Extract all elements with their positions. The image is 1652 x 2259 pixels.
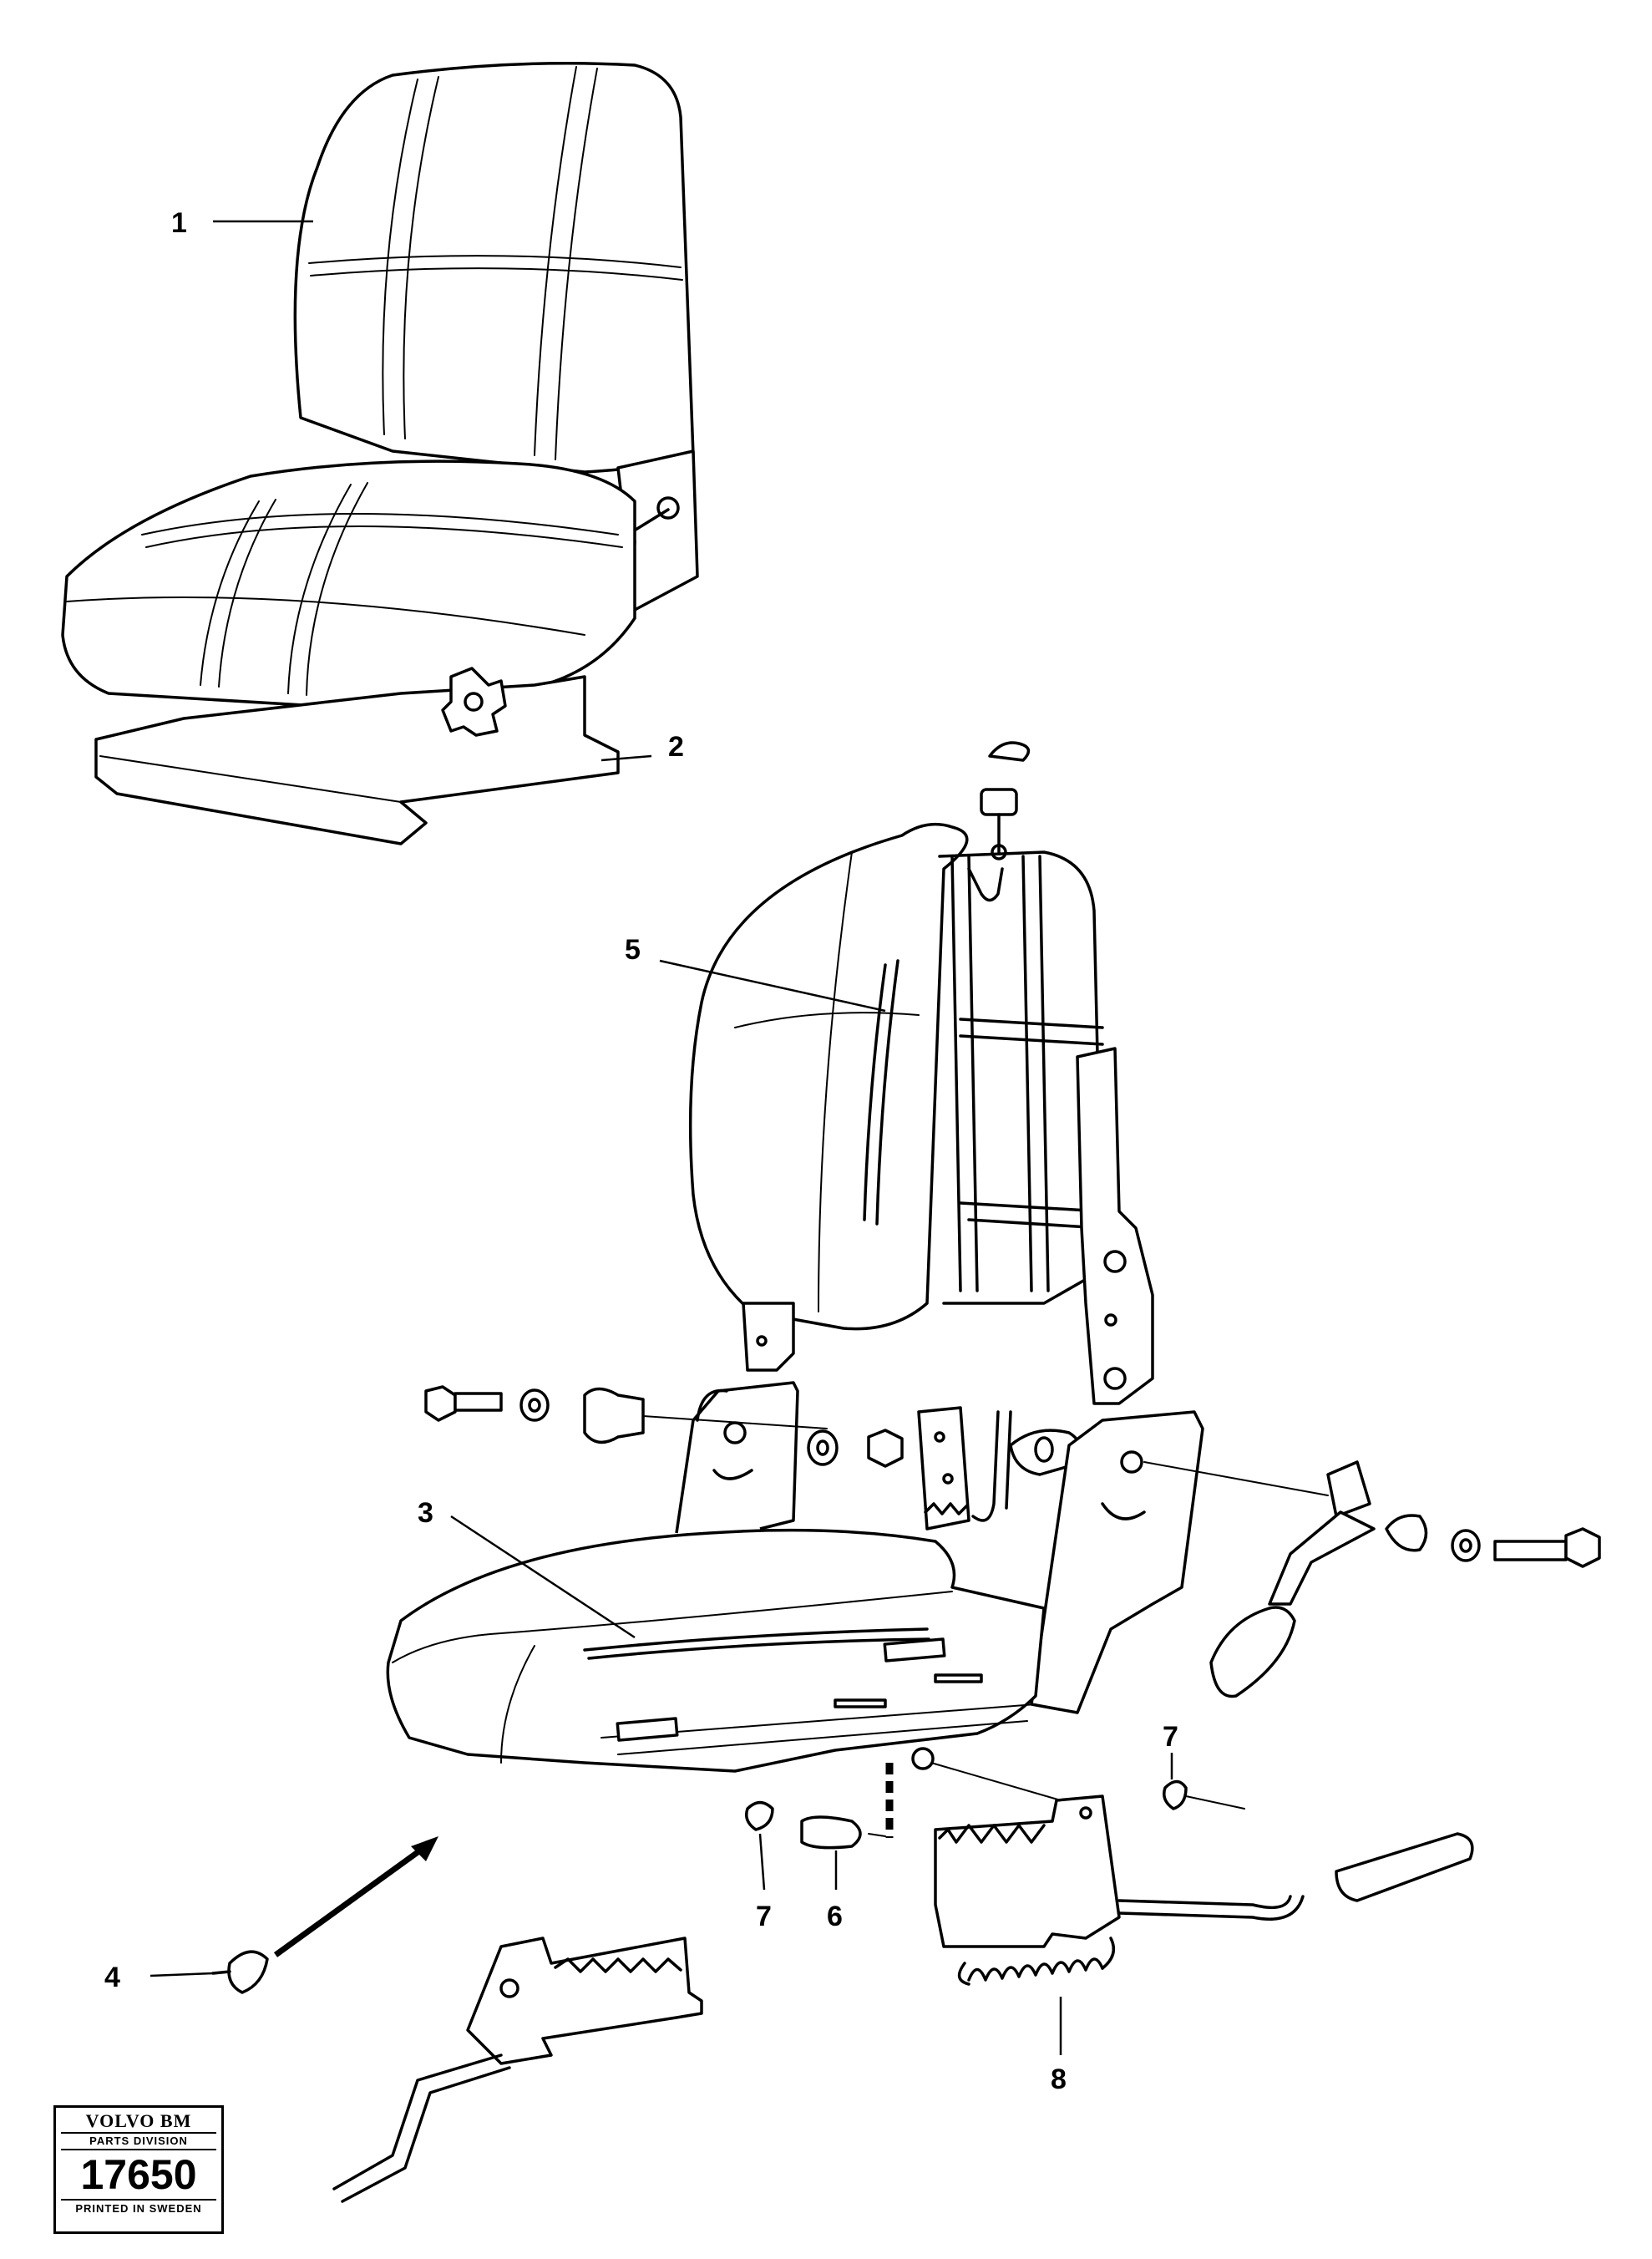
slide-mechanism-parts: [211, 1747, 1474, 2203]
seat-cushion-assembly: [386, 1528, 1046, 1773]
callout-5: 5: [625, 934, 641, 966]
callout-8: 8: [1051, 2064, 1067, 2095]
callout-7a: 7: [756, 1901, 772, 1932]
volvo-bm-stamp: VOLVO BM PARTS DIVISION 17650 PRINTED IN…: [53, 2105, 224, 2234]
callout-3: 3: [418, 1497, 433, 1529]
headrest-parts: [980, 741, 1031, 860]
callout-4: 4: [104, 1962, 120, 1993]
stamp-number: 17650: [61, 2149, 216, 2201]
assembled-seat: [61, 61, 699, 845]
callout-1: 1: [171, 207, 187, 239]
callout-7b: 7: [1163, 1721, 1178, 1753]
stamp-division: PARTS DIVISION: [89, 2135, 188, 2147]
callout-2: 2: [668, 731, 684, 763]
callout-6: 6: [827, 1901, 843, 1932]
backrest-with-frame: [688, 822, 1154, 1405]
hinge-hardware: [424, 1381, 1601, 1714]
stamp-brand: VOLVO BM: [61, 2110, 216, 2134]
stamp-printed: PRINTED IN SWEDEN: [75, 2202, 202, 2215]
